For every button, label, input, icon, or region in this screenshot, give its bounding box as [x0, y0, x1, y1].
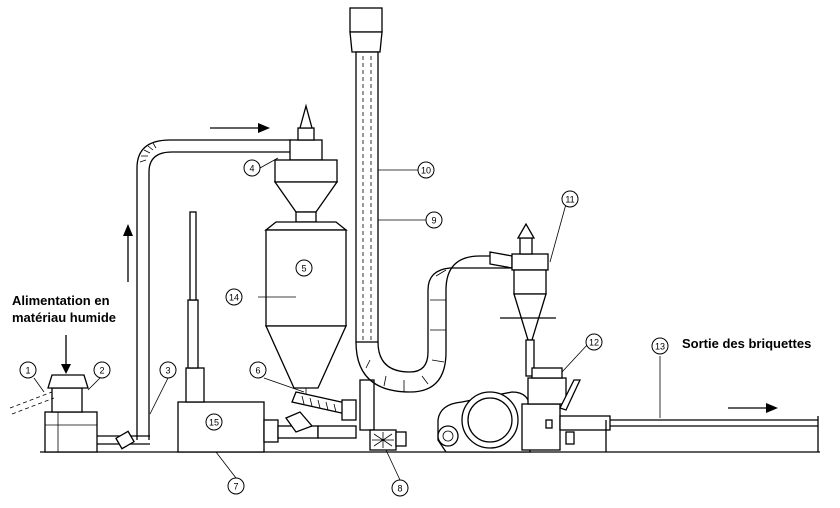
callout-11: 11	[561, 190, 579, 208]
callout-10: 10	[417, 161, 435, 179]
u-bend-duct	[355, 255, 512, 393]
callout-circle	[651, 337, 669, 355]
briquetting-press	[437, 367, 582, 453]
callout-4: 4	[243, 159, 261, 177]
callout-number: 12	[589, 338, 599, 348]
callout-circle	[417, 161, 435, 179]
callout-circle	[205, 413, 223, 431]
callout-number: 10	[421, 166, 431, 176]
callout-number: 2	[99, 366, 104, 376]
callout-circle	[391, 479, 409, 497]
callout-circle	[295, 259, 313, 277]
feed-arrow-head	[61, 364, 71, 374]
output-label: Sortie des briquettes	[682, 336, 811, 351]
feed-hopper-unit	[9, 374, 98, 453]
riser-arrow-head	[123, 224, 133, 236]
feed-label-line2: matériau humide	[12, 310, 116, 325]
callout-14: 14	[225, 288, 243, 306]
callout-number: 1	[25, 366, 30, 376]
callout-circle	[227, 477, 245, 495]
callout-number: 14	[229, 293, 239, 303]
callout-circle	[93, 361, 111, 379]
cyclone-11	[489, 222, 556, 377]
callout-1: 1	[19, 361, 37, 379]
callout-15: 15	[205, 413, 223, 431]
cyclone-4	[273, 103, 339, 213]
callout-circle	[249, 361, 267, 379]
heat-exchanger-8	[369, 429, 407, 451]
callout-circle	[561, 190, 579, 208]
output-conveyor	[559, 415, 819, 452]
heat-generator	[177, 211, 357, 453]
callout-5: 5	[295, 259, 313, 277]
screw-conveyor	[291, 391, 357, 421]
callout-circle	[425, 211, 443, 229]
flow-arrow-head	[258, 123, 270, 133]
callout-2: 2	[93, 361, 111, 379]
storage-silo	[264, 211, 348, 394]
callout-13: 13	[651, 337, 669, 355]
callout-circle	[243, 159, 261, 177]
callout-number: 9	[431, 216, 436, 226]
transfer-pipe	[97, 430, 150, 450]
callout-7: 7	[227, 477, 245, 495]
callout-number: 6	[255, 366, 260, 376]
callout-number: 5	[301, 264, 306, 274]
dryer-column	[349, 7, 383, 431]
callout-number: 13	[655, 342, 665, 352]
callout-12: 12	[585, 333, 603, 351]
callout-circle	[159, 361, 177, 379]
callout-number: 11	[565, 195, 574, 205]
callout-number: 7	[233, 482, 238, 492]
callout-3: 3	[159, 361, 177, 379]
feed-label-line1: Alimentation en	[12, 293, 110, 308]
callout-circle	[225, 288, 243, 306]
callout-number: 8	[397, 484, 402, 494]
callout-circle	[585, 333, 603, 351]
callout-number: 15	[209, 418, 219, 428]
callout-circle	[19, 361, 37, 379]
pneumatic-duct	[136, 139, 292, 440]
callout-number: 3	[165, 366, 170, 376]
callout-leaders	[33, 157, 661, 481]
callout-number: 4	[249, 164, 254, 174]
callout-6: 6	[249, 361, 267, 379]
callout-8: 8	[391, 479, 409, 497]
callout-9: 9	[425, 211, 443, 229]
output-arrow-head	[766, 403, 778, 413]
